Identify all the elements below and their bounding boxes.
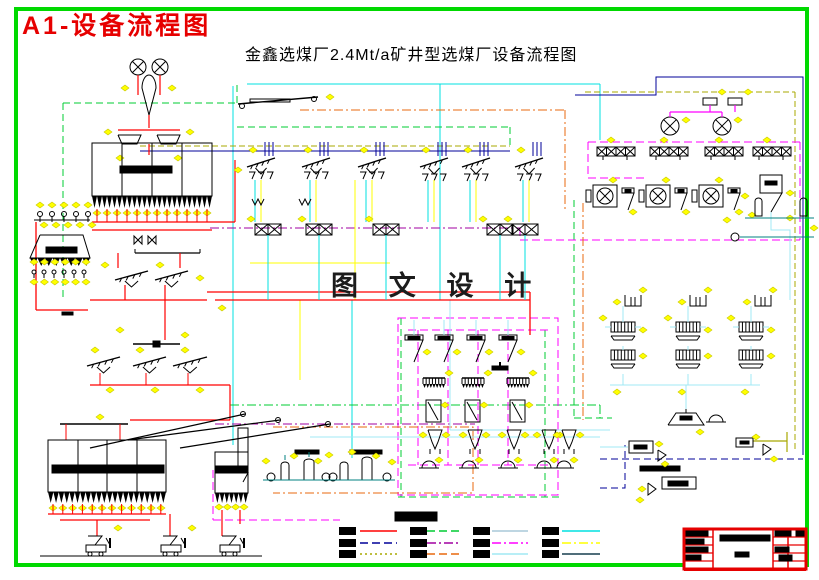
legend bbox=[339, 511, 600, 558]
left-screen-cascade bbox=[86, 253, 231, 421]
legend-item-pale_cyan-solid bbox=[473, 550, 528, 558]
filter-press-columns bbox=[598, 286, 778, 436]
watermark: 图 文 设 计 bbox=[331, 271, 541, 301]
title-block bbox=[682, 527, 808, 571]
head-conveyor bbox=[237, 93, 335, 109]
legend-item-green-dashed bbox=[410, 527, 460, 535]
slurry-boxes bbox=[628, 433, 779, 504]
routing-lines bbox=[35, 76, 804, 521]
sheet-border bbox=[14, 7, 809, 567]
legend-item-steel-solid bbox=[473, 527, 528, 535]
legend-item-dark_teal-solid bbox=[542, 550, 600, 558]
product-bunkers-loading bbox=[40, 411, 331, 557]
classifier-clusters bbox=[246, 142, 544, 300]
drawing-title: 金鑫选煤厂2.4Mt/a矿井型选煤厂设备流程图 bbox=[245, 47, 578, 64]
legend-item-olive-dotted bbox=[339, 550, 397, 558]
cyclone-centrifuge-bank bbox=[404, 320, 585, 469]
legend-item-navy-dashed bbox=[339, 539, 397, 547]
legend-item-yellow-dashdot bbox=[542, 539, 600, 547]
reagent-tank-groups bbox=[237, 427, 397, 483]
sheet-title: A1-设备流程图 bbox=[22, 12, 212, 40]
legend-item-orange-dashed bbox=[410, 550, 460, 558]
legend-item-magenta-dashdot bbox=[473, 539, 528, 547]
legend-item-cyan-solid bbox=[542, 527, 600, 535]
flotation-filtration-unit bbox=[585, 88, 819, 242]
legend-item-red-solid bbox=[339, 527, 397, 535]
raw-coal-bunker-unit bbox=[29, 58, 243, 316]
legend-item-purple-dashdot bbox=[410, 539, 460, 547]
